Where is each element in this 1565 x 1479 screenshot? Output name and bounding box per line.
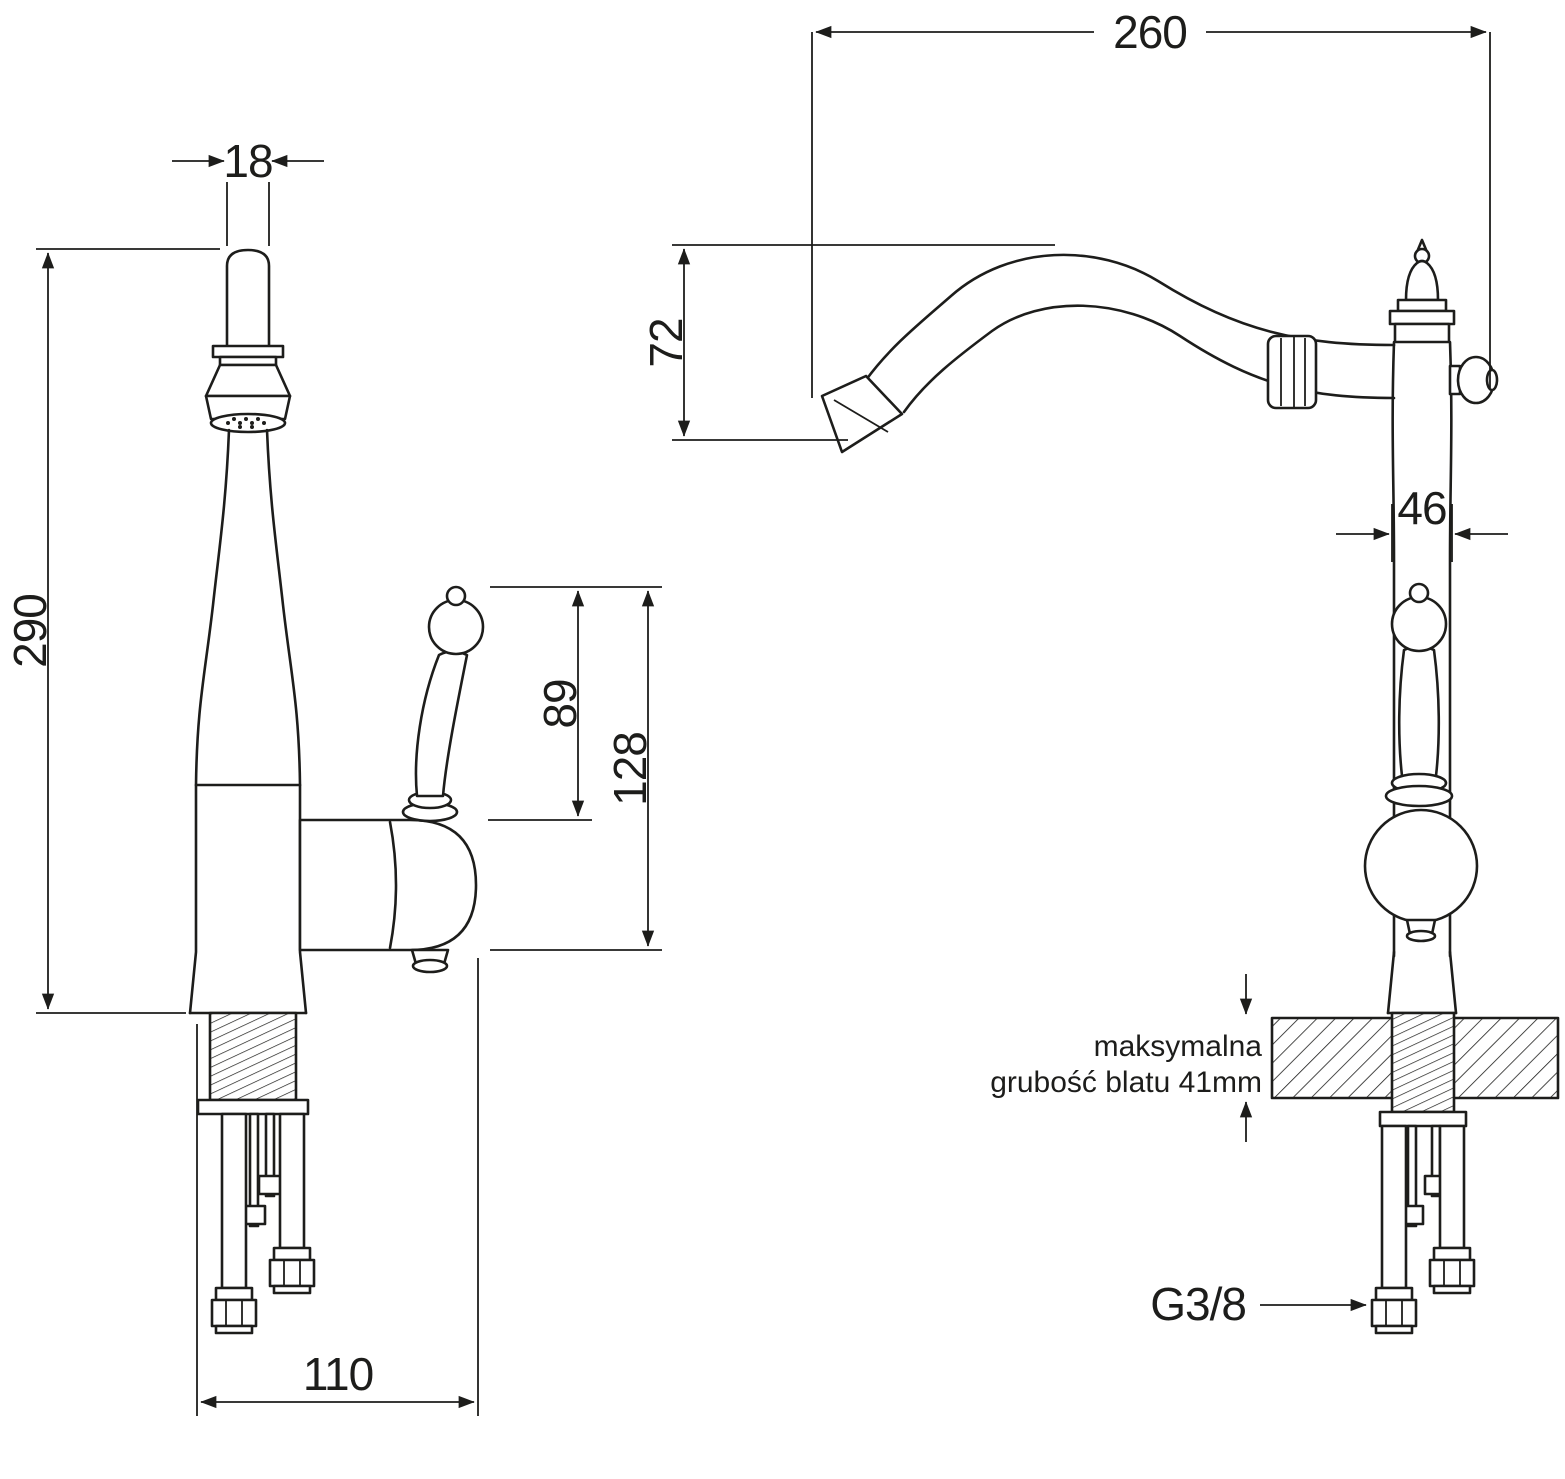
- dimension-spout-drop: 72: [640, 244, 1055, 441]
- dimension-handle-heights: 89 128: [488, 586, 662, 951]
- front-handle-housing: [298, 818, 478, 974]
- front-supply-hoses: [210, 1112, 316, 1335]
- dim-label-handle-overall: 128: [604, 732, 656, 806]
- side-handle-lever: [1363, 582, 1479, 943]
- dimension-base-footprint: 110: [196, 958, 479, 1416]
- side-supply-hoses: [1370, 1124, 1476, 1335]
- front-body: [188, 428, 308, 1015]
- counter-note-line2: grubość blatu 41mm: [990, 1066, 1262, 1099]
- side-view: 260 72 46 maksymalna grubość blatu 41mm …: [640, 6, 1560, 1335]
- dimension-spout-diameter: 18: [172, 135, 324, 246]
- front-aerator: [204, 344, 292, 434]
- front-spout-tube: [225, 248, 271, 348]
- dim-label-spout-drop: 72: [640, 318, 692, 367]
- front-view: 18 290 89 128 110: [4, 135, 662, 1416]
- dimension-body-width: 46: [1336, 482, 1508, 562]
- side-end-knob: [1448, 355, 1499, 405]
- side-base: [1386, 950, 1458, 1015]
- dim-label-base-footprint: 110: [303, 1348, 373, 1400]
- front-mounting-shank: [196, 1011, 310, 1228]
- dim-label-spout-diameter: 18: [223, 135, 272, 187]
- dim-label-handle-height: 89: [534, 679, 586, 728]
- dim-label-total-height: 290: [4, 594, 56, 668]
- counter-thickness-note: maksymalna grubość blatu 41mm: [990, 974, 1262, 1142]
- side-top-finial: [1388, 238, 1456, 344]
- connection-thread-callout: G3/8: [1150, 1278, 1367, 1330]
- counter-note-line1: maksymalna: [1094, 1030, 1263, 1063]
- dimension-total-height: 290: [4, 248, 220, 1014]
- dim-label-body-width: 46: [1397, 482, 1446, 534]
- front-handle-lever: [401, 585, 485, 823]
- dimension-spout-reach: 260: [811, 6, 1491, 398]
- side-mounting-shank: [1378, 1011, 1468, 1228]
- thread-size-label: G3/8: [1150, 1278, 1246, 1330]
- side-spout: [820, 253, 1396, 454]
- dim-label-spout-reach: 260: [1113, 6, 1187, 58]
